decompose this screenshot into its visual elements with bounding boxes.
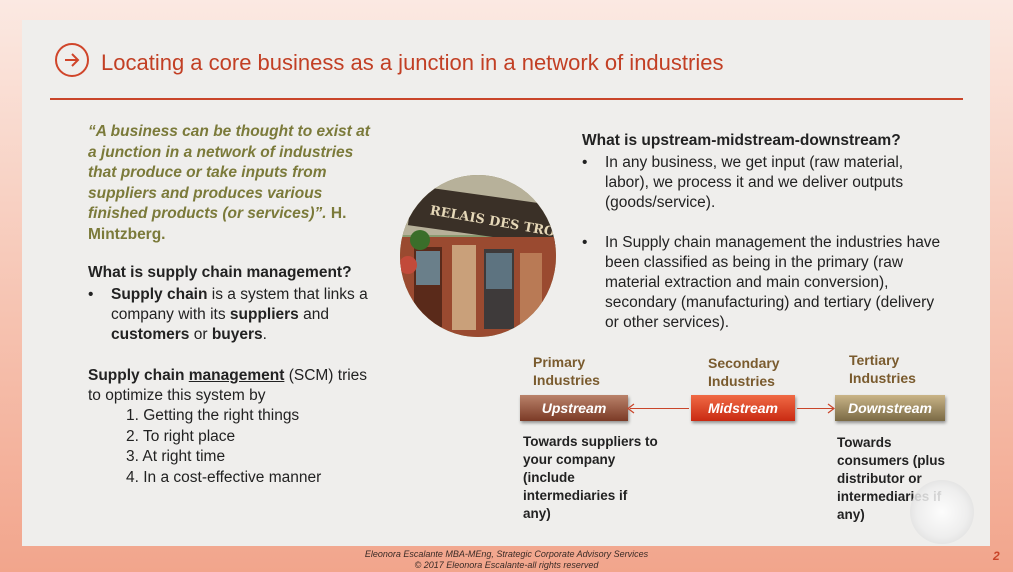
text-period: . [262, 326, 267, 343]
stream-heading: What is upstream-midstream-downstream? [582, 132, 901, 149]
text-and: and [298, 306, 329, 323]
bullet-icon: • [582, 154, 588, 171]
arrow-right-connector [797, 408, 833, 409]
step-item: 2. To right place [126, 427, 236, 445]
arrow-left-connector [630, 408, 689, 409]
bullet-icon: • [88, 286, 94, 303]
step-item: 3. At right time [126, 448, 226, 465]
stream-bullet-text: In any business, we get input (raw mater… [605, 154, 904, 211]
scm-paragraph: Supply chain management (SCM) tries to o… [88, 366, 378, 406]
slide-title: Locating a core business as a junction i… [101, 50, 724, 75]
title-divider [50, 98, 963, 100]
text-or: or [189, 326, 212, 343]
upstream-description: Towards suppliers to your company (inclu… [523, 434, 658, 521]
text-management: management [188, 367, 285, 384]
arrowhead-left-icon [627, 403, 635, 414]
upstream-box: Upstream [520, 395, 628, 421]
midstream-box: Midstream [691, 395, 795, 421]
stream-bullet: • In any business, we get input (raw mat… [582, 153, 942, 213]
page-number: 2 [993, 549, 1000, 563]
footer-copyright: © 2017 Eleonora Escalante-all rights res… [414, 560, 599, 570]
bullet-icon: • [582, 234, 588, 251]
text-suppliers: suppliers [229, 306, 299, 323]
scm-steps: 1. Getting the right things 2. To right … [126, 406, 321, 488]
category-line: Primary [533, 354, 586, 370]
arrowhead-right-icon [827, 403, 835, 414]
arrow-circle-icon [55, 43, 89, 77]
quote-author: H. Mintzberg. [88, 205, 347, 243]
storefront-photo: RELAIS DES TROIS [400, 175, 556, 337]
category-line: Industries [708, 373, 775, 389]
text-customers: customers [111, 326, 190, 343]
step-item: 4. In a cost-effective manner [126, 468, 322, 486]
seal-watermark [910, 480, 974, 544]
category-line: Industries [849, 370, 916, 386]
footer: Eleonora Escalante MBA-MEng, Strategic C… [0, 549, 1013, 571]
text-scm-1: Supply chain [88, 367, 189, 384]
stream-bullets: • In any business, we get input (raw mat… [582, 153, 942, 353]
supply-chain-heading: What is supply chain management? [88, 264, 352, 281]
category-line: Tertiary [849, 352, 900, 368]
category-primary: Primary Industries [533, 353, 600, 389]
category-tertiary: Tertiary Industries [849, 351, 916, 387]
stream-bullet: • In Supply chain management the industr… [582, 233, 942, 333]
text-links: is a system that links a company with it… [111, 286, 368, 323]
quote-text: “A business can be thought to exist at a… [88, 123, 370, 222]
slide: Locating a core business as a junction i… [22, 20, 990, 546]
supply-chain-bullet: • Supply chain is a system that links a … [88, 285, 388, 345]
downstream-box: Downstream [835, 395, 945, 421]
step-item: 1. Getting the right things [126, 407, 300, 424]
text-scm-3: (SCM) tries to optimize this system by [88, 367, 368, 404]
category-line: Secondary [708, 355, 780, 371]
category-line: Industries [533, 372, 600, 388]
text-supply-chain: Supply chain [111, 286, 208, 303]
stream-bullet-text: In Supply chain management the industrie… [605, 234, 941, 331]
mintzberg-quote: “A business can be thought to exist at a… [88, 122, 378, 245]
category-secondary: Secondary Industries [708, 354, 780, 390]
text-buyers: buyers [211, 326, 263, 343]
footer-author: Eleonora Escalante MBA-MEng, Strategic C… [364, 549, 649, 559]
